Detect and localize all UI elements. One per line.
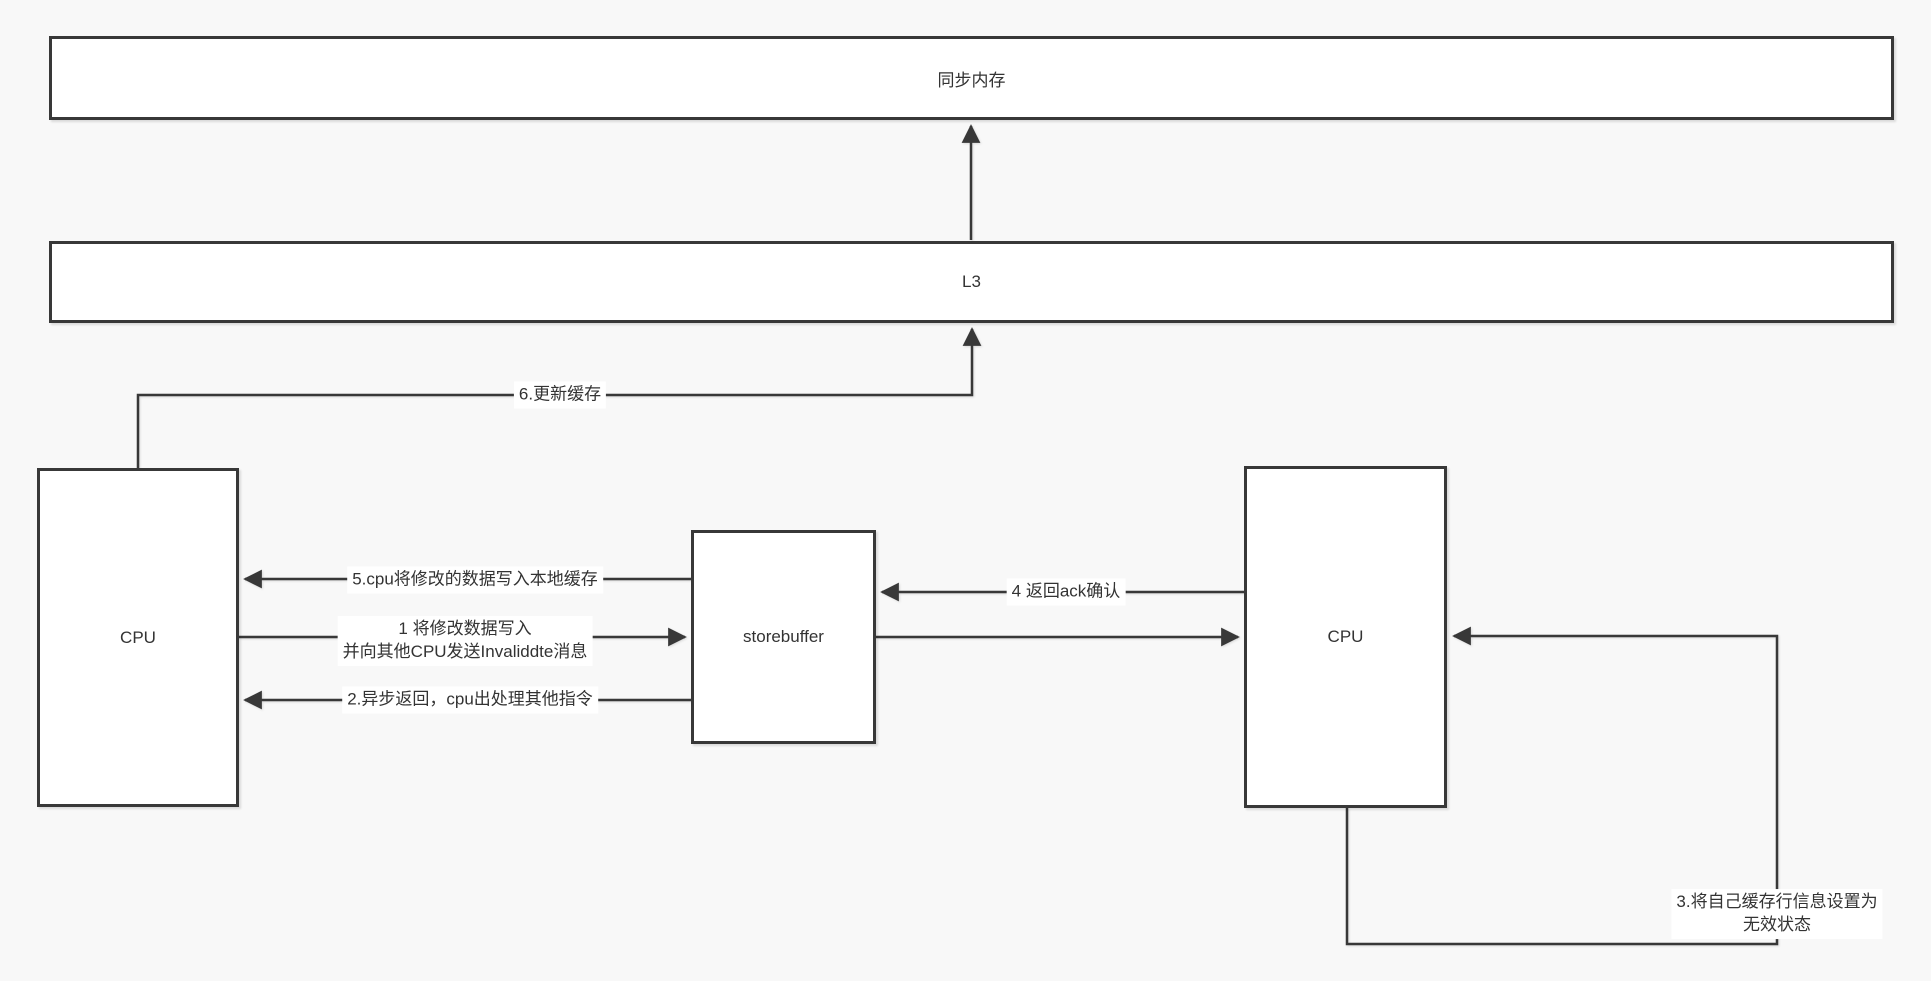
edge-label-step5-text: 5.cpu将修改的数据写入本地缓存 (352, 569, 598, 589)
edge-label-step1: 1 将修改数据写入 并向其他CPU发送Invaliddte消息 (337, 616, 593, 666)
cpu-left-box: CPU (37, 468, 239, 807)
edge-label-step3-line2: 无效状态 (1743, 915, 1811, 934)
edge-label-step4: 4 返回ack确认 (1006, 578, 1126, 606)
edge-label-step4-text: 4 返回ack确认 (1011, 581, 1121, 601)
edge-label-step2: 2.异步返回，cpu出处理其他指令 (342, 686, 598, 714)
edge-label-step6-text: 6.更新缓存 (518, 384, 602, 404)
cpu-right-box: CPU (1244, 466, 1447, 808)
sync-memory-label: 同步内存 (937, 70, 1006, 90)
storebuffer-label: storebuffer (743, 627, 824, 646)
l3-cache-box: L3 (49, 241, 1894, 323)
storebuffer-box: storebuffer (691, 530, 876, 744)
sync-memory-box: 同步内存 (49, 36, 1894, 120)
cpu-left-label: CPU (120, 627, 156, 647)
edge-label-step3: 3.将自己缓存行信息设置为 无效状态 (1671, 889, 1883, 939)
edge-label-step1-line1: 1 将修改数据写入 (398, 619, 532, 639)
cpu-right-label: CPU (1327, 627, 1364, 646)
l3-cache-label: L3 (962, 272, 981, 291)
edge-label-step6: 6.更新缓存 (513, 381, 607, 409)
edge-label-step5: 5.cpu将修改的数据写入本地缓存 (347, 566, 603, 594)
edge-label-step2-text: 2.异步返回，cpu出处理其他指令 (347, 689, 593, 709)
edge-label-step1-line2: 并向其他CPU发送Invaliddte消息 (342, 642, 588, 661)
edge-label-step3-line1: 3.将自己缓存行信息设置为 (1676, 892, 1878, 912)
edge-step3-invalidate-loop-arrow (1345, 626, 1779, 946)
